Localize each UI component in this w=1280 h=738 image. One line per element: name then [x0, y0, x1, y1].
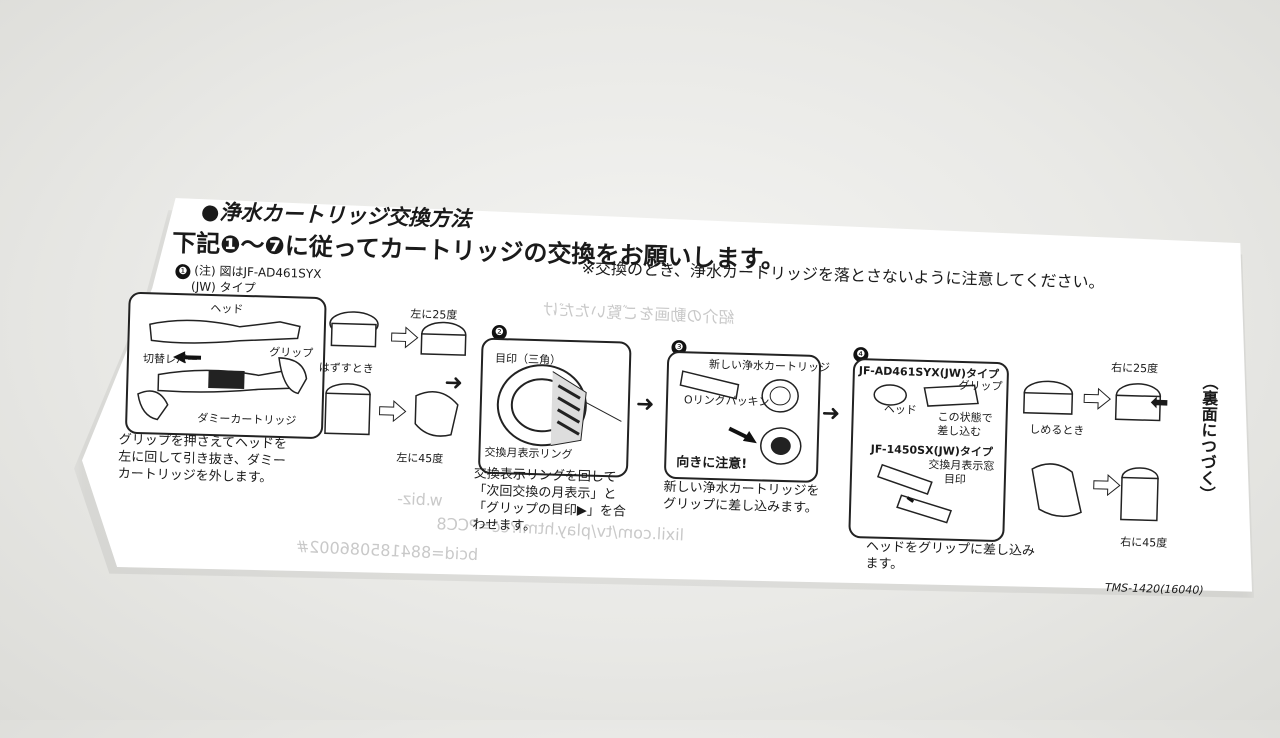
label-new-cartridge: 新しい浄水カートリッジ: [708, 357, 831, 375]
label-o-ring: Oリングパッキン: [683, 393, 770, 409]
step1-description: グリップを押さえてヘッドを左に回して引き抜き、ダミーカートリッジを外します。: [117, 432, 288, 486]
label-left-45: 左に45度: [396, 451, 444, 466]
bleed-through-text: w.biz-: [396, 488, 444, 510]
bleed-through-text: 紹介の動画をご覧いただけ: [542, 299, 735, 328]
label-insert: 差し込む: [937, 424, 982, 439]
label-head: ヘッド: [883, 402, 918, 417]
label-right-45: 右に45度: [1120, 535, 1168, 550]
label-head: ヘッド: [210, 301, 244, 316]
label-right-25: 右に25度: [1110, 361, 1159, 376]
label-mark: 目印: [943, 472, 967, 487]
head-insert-illustration: [873, 384, 979, 524]
arrow-right-icon: ➜: [444, 370, 464, 397]
label-grip: グリップ: [269, 345, 314, 360]
label-grip: グリップ: [958, 378, 1003, 394]
continue-note: （裏面につづく）: [1196, 373, 1219, 503]
tighten-rotation-illustration: [1023, 380, 1162, 522]
arrow-right-icon: ➜: [821, 401, 841, 427]
hand-removal-illustration: [137, 319, 308, 421]
cartridge-insert-illustration: [679, 370, 802, 465]
label-left-25: 左に25度: [410, 307, 458, 322]
document-code: TMS-1420(16040): [1104, 581, 1204, 597]
step1-illustration-panel: ヘッド グリップ 切替レバー ダミーカートリッジ: [124, 291, 327, 440]
label-dummy-cartridge: ダミーカートリッジ: [197, 411, 297, 428]
label-mark-triangle: 目印（三角）: [494, 351, 562, 367]
label-switch-lever: 切替レバー: [142, 352, 199, 367]
label-remove-when: はずすとき: [318, 361, 374, 376]
ring-illustration: [496, 364, 622, 447]
caution-note: ※交換のとき、浄水カートリッジを落とさないように注意してください。: [581, 258, 1105, 292]
step4-illustration-panel: JF-AD461SYX(JW)タイプ グリップ ヘッド この状態で 差し込む J…: [848, 357, 1010, 543]
step3-illustration-panel: 新しい浄水カートリッジ Oリングパッキン 向きに注意!: [663, 350, 830, 483]
step4-description: ヘッドをグリップに差し込みます。: [865, 539, 1036, 573]
label-tighten-when: しめるとき: [1029, 422, 1085, 438]
bleed-through-text: bcid=884185086002#: [295, 536, 479, 565]
arrow-left-icon: ⬅: [1149, 390, 1169, 416]
label-month-ring: 交換月表示リング: [484, 445, 573, 462]
arrow-right-icon: ➜: [635, 391, 655, 418]
caution-direction: 向きに注意!: [676, 455, 748, 473]
step2-illustration-panel: 目印（三角） 交換月表示リング: [477, 337, 632, 478]
step2-description: 交換表示リングを回して「次回交換の月表示」と「グリップの目印▶」を合わせます。: [472, 466, 627, 535]
step1-number: ❶: [175, 263, 191, 280]
remove-rotation-illustration: [324, 311, 467, 437]
step3-description: 新しい浄水カートリッジをグリップに差し込みます。: [662, 479, 820, 517]
